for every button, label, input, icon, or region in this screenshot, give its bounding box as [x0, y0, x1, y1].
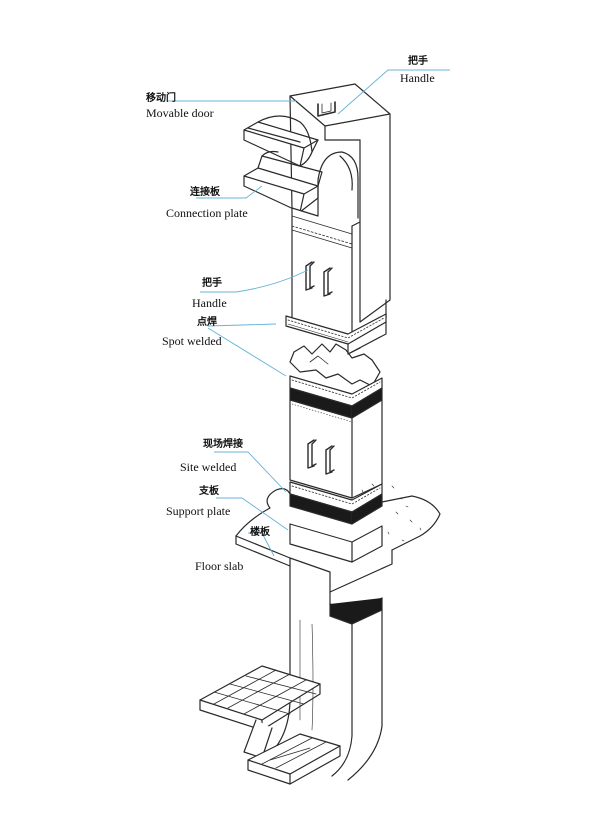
label-handle-mid-zh: 把手	[202, 278, 222, 289]
label-movable-door-zh: 移动门	[146, 93, 176, 104]
top-handle-icon	[317, 101, 336, 117]
leader-site-welded	[214, 451, 287, 493]
leader-spot-welded-2	[207, 327, 287, 377]
label-movable-door-en: Movable door	[146, 106, 214, 120]
label-floor-slab-zh: 楼板	[250, 527, 270, 538]
label-site-welded-zh: 现场焊接	[203, 439, 243, 450]
mid-handle-icon	[305, 261, 333, 297]
leader-connection-plate	[196, 185, 263, 199]
label-floor-slab-en: Floor slab	[195, 559, 244, 573]
label-spot-welded-en: Spot welded	[162, 334, 222, 348]
leader-floor-slab	[248, 532, 275, 557]
label-handle-top-en: Handle	[400, 71, 435, 85]
label-site-welded-en: Site welded	[180, 460, 237, 474]
label-spot-welded-zh: 点焊	[197, 317, 217, 328]
label-support-plate-en: Support plate	[166, 504, 231, 518]
leader-spot-welded-1	[207, 323, 277, 327]
leader-support-plate	[216, 497, 289, 531]
spot-weld-joint-upper	[285, 313, 387, 355]
site-weld-joint	[289, 481, 383, 525]
leader-handle-mid	[200, 269, 309, 293]
label-connection-plate-zh: 连接板	[190, 187, 220, 198]
label-handle-mid-en: Handle	[192, 296, 227, 310]
label-support-plate-zh: 支板	[199, 486, 219, 497]
bottom-grate	[199, 665, 341, 785]
chute-lower-section	[289, 375, 383, 499]
movable-door	[243, 115, 319, 167]
leader-handle-top	[337, 69, 450, 115]
label-connection-plate-en: Connection plate	[166, 206, 248, 220]
lower-handle-icon	[307, 439, 335, 475]
chute-top-section	[289, 83, 391, 323]
leader-lines	[168, 69, 450, 557]
connection-plate	[243, 150, 323, 213]
label-handle-top-zh: 把手	[408, 56, 428, 67]
